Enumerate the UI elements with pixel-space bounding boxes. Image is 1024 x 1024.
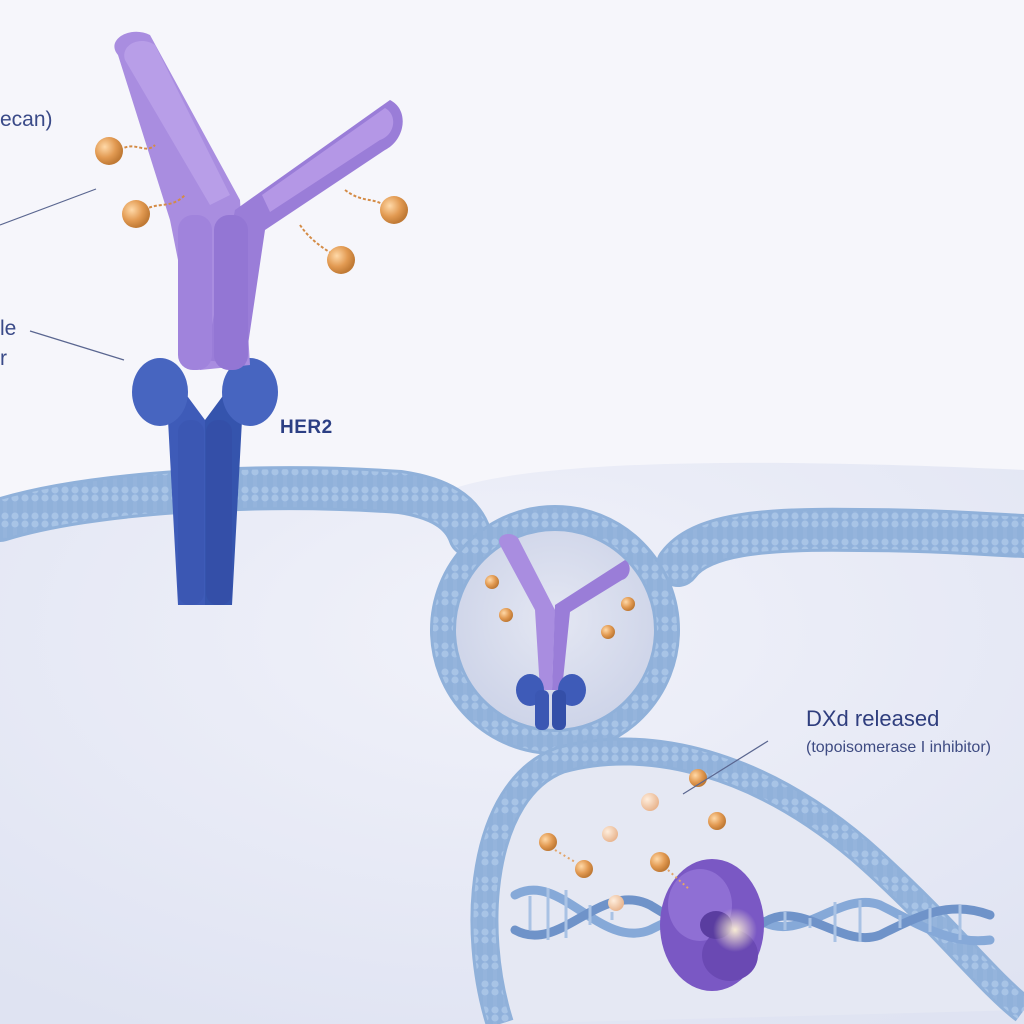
- linker-label-partial-1: le: [0, 317, 17, 340]
- internalized-adc-complex: [485, 534, 635, 730]
- dxd-released-title: DXd released: [806, 706, 940, 731]
- dxd-payloads-main: [95, 137, 408, 274]
- her2-label: HER2: [280, 417, 333, 438]
- released-dxd-particles: [539, 769, 726, 911]
- topoisomerase-enzyme: [660, 859, 764, 991]
- dxd-released-subtitle: (topoisomerase I inhibitor): [806, 739, 991, 756]
- antibody-drug-conjugate: [114, 31, 403, 371]
- release-leader-line: [682, 740, 769, 795]
- payload-label-partial: ecan): [0, 108, 53, 131]
- her2-receptor: [132, 358, 278, 605]
- linker-label-partial-2: r: [0, 347, 7, 370]
- linker-leader-line: [29, 330, 125, 361]
- payload-leader-line: [0, 188, 97, 226]
